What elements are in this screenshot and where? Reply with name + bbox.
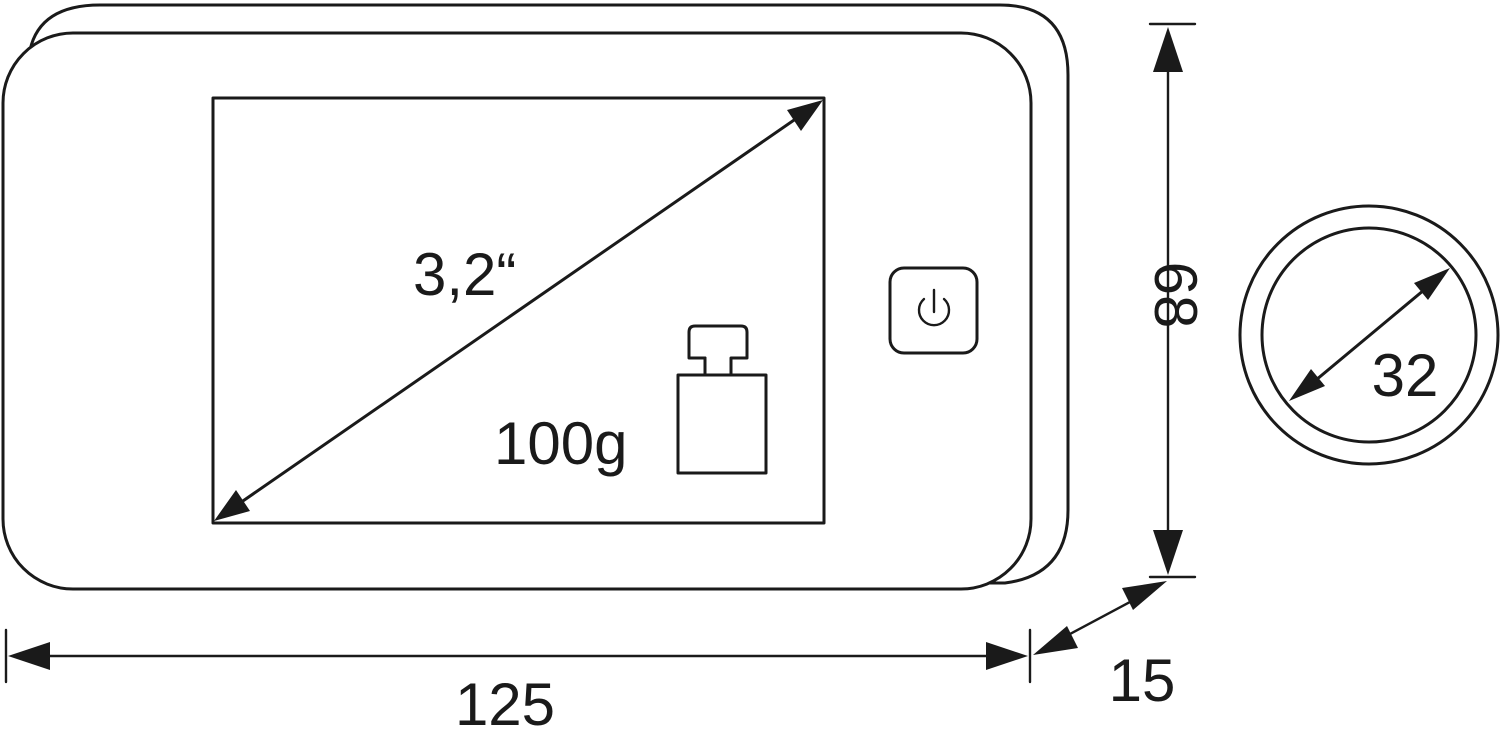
screen-diagonal-dimension: [214, 100, 823, 521]
width-label: 125: [455, 671, 555, 731]
power-icon: [917, 288, 951, 327]
width-dimension: [4, 628, 1032, 684]
lens-diameter-label: 32: [1372, 342, 1439, 409]
screen-diagonal-label: 3,2“: [413, 241, 516, 308]
device-screen: [211, 96, 826, 525]
weight-icon: [676, 324, 768, 475]
weight-label: 100g: [494, 410, 627, 477]
lens-ring: [1238, 204, 1500, 466]
lens-diameter-dimension: [1289, 268, 1450, 401]
depth-label: 15: [1109, 647, 1176, 714]
power-button[interactable]: [888, 266, 979, 355]
height-label: 68: [1142, 262, 1209, 329]
height-dimension: [1148, 22, 1197, 579]
depth-dimension: [1033, 581, 1167, 655]
